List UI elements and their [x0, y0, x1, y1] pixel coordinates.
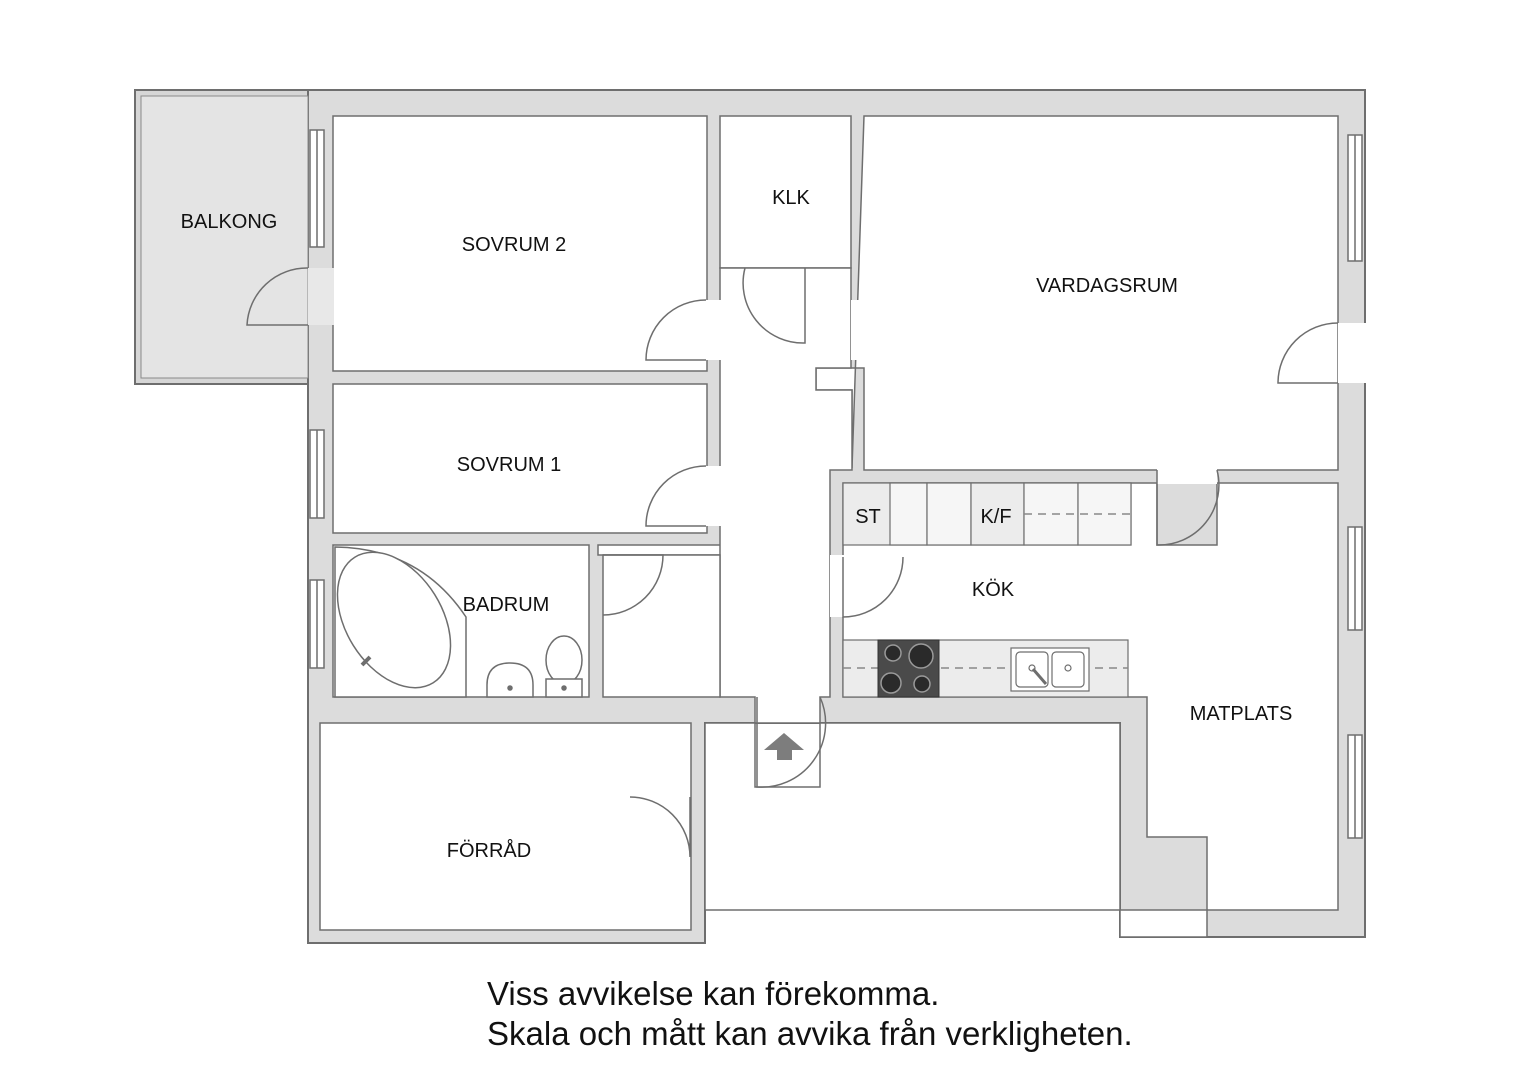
door-klk [742, 267, 806, 344]
floor-sovrum-1 [332, 383, 708, 534]
room-labels: BALKONG SOVRUM 2 KLK VARDAGSRUM SOVRUM 1… [181, 187, 1293, 862]
door-sovrum-2 [645, 299, 707, 361]
sink [486, 662, 534, 698]
door-balkong [246, 267, 309, 326]
door-sovrum-1 [645, 465, 707, 527]
label-badrum: BADRUM [463, 594, 550, 616]
floor-badrum-passage [602, 554, 721, 698]
door-entrance [756, 696, 827, 788]
balcony [134, 89, 309, 385]
label-forrad: FÖRRÅD [447, 839, 531, 862]
floor-klk [719, 115, 852, 269]
bathroom-fixtures [334, 546, 583, 698]
bathtub-basin [336, 551, 452, 689]
label-vardagsrum: VARDAGSRUM [1036, 275, 1178, 297]
label-fridge-freezer: K/F [980, 506, 1011, 528]
floor-sovrum-2 [332, 115, 708, 372]
kitchen-fixtures [842, 482, 1132, 698]
doors [246, 267, 1339, 858]
label-stove: ST [855, 506, 881, 528]
door-badrum [602, 554, 664, 616]
door-kok [842, 556, 904, 618]
label-kok: KÖK [972, 579, 1015, 601]
toilet [545, 635, 583, 685]
disclaimer-line-2: Skala och mått kan avvika från verklighe… [487, 1015, 1133, 1052]
label-klk: KLK [772, 187, 810, 209]
door-forrad [629, 796, 691, 858]
label-matplats: MATPLATS [1190, 703, 1293, 725]
floor-forrad [319, 722, 692, 931]
door-openings [308, 268, 1366, 617]
label-sovrum-1: SOVRUM 1 [457, 454, 561, 476]
entrance-arrow-icon [764, 733, 804, 760]
windows [309, 129, 1363, 839]
door-matplats [1156, 469, 1220, 546]
door-vardagsrum [1277, 322, 1339, 384]
label-balkong: BALKONG [181, 211, 278, 233]
label-sovrum-2: SOVRUM 2 [462, 234, 566, 256]
disclaimer-line-1: Viss avvikelse kan förekomma. [487, 975, 940, 1012]
floor-corridor [704, 722, 1208, 938]
